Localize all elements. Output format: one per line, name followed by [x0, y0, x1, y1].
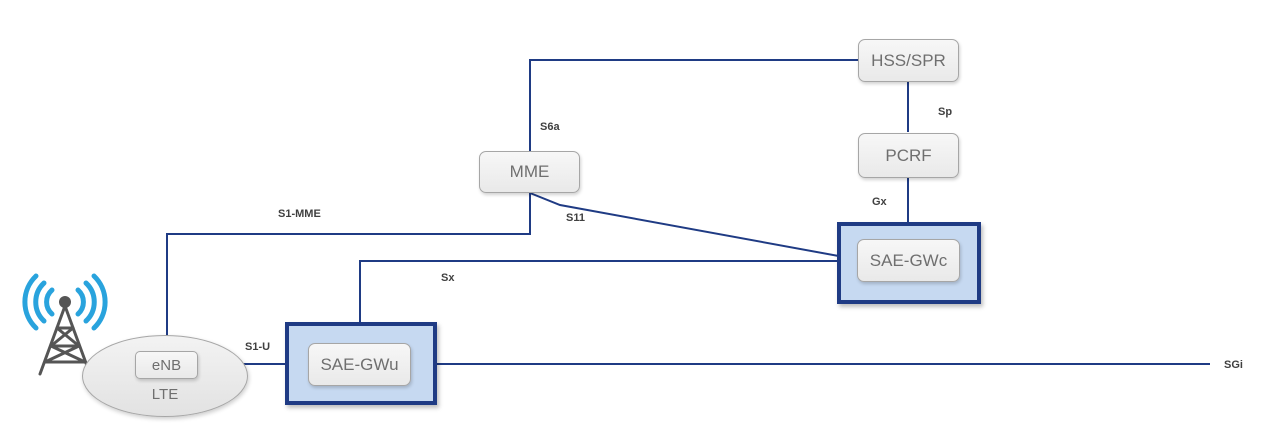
enb-node[interactable]: eNB [135, 351, 198, 379]
links [166, 59, 1210, 365]
sae-gwu-node[interactable]: SAE-GWu [308, 343, 411, 386]
label-s1-u: S1-U [245, 341, 271, 353]
label-gx: Gx [872, 196, 887, 208]
label-s11: S11 [566, 212, 585, 224]
label-s1-mme: S1-MME [278, 208, 321, 220]
label-sx: Sx [441, 272, 455, 284]
pcrf-node[interactable]: PCRF [858, 133, 959, 178]
link-s11 [529, 192, 856, 260]
link-sx [359, 260, 858, 343]
mme-node[interactable]: MME [479, 151, 580, 193]
link-s6a [529, 59, 858, 151]
label-sp: Sp [938, 106, 953, 118]
sae-gwc-node[interactable]: SAE-GWc [857, 239, 960, 282]
label-sgi: SGi [1224, 359, 1243, 371]
hss-spr-node[interactable]: HSS/SPR [858, 39, 959, 82]
link-s1-mme [166, 193, 531, 350]
cell-tower-icon [22, 273, 108, 376]
label-s6a: S6a [540, 121, 560, 133]
lte-label: LTE [151, 386, 179, 403]
